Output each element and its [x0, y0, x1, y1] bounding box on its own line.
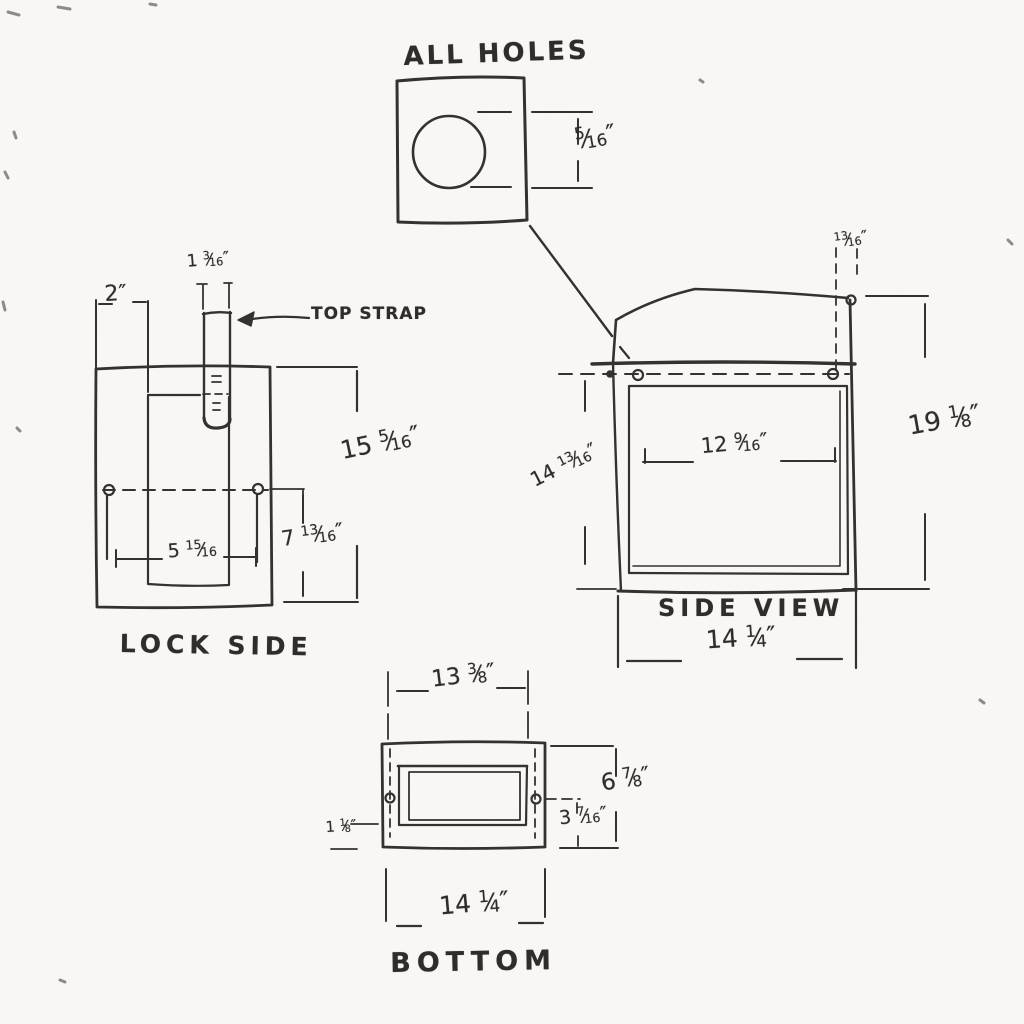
dim-strap-width: 1 3⁄16″ [185, 248, 231, 272]
lock-side-title: LOCK SIDE [119, 629, 313, 662]
dim-lid-hole-offset: 13⁄16″ [832, 227, 870, 250]
dim-hole-spacing: 5 15⁄16 [166, 536, 218, 563]
bottom-view-title: BOTTOM [389, 945, 558, 979]
dim-bottom-overall-width: 14 1⁄4″ [437, 885, 511, 921]
dim-side-overall-width: 14 1⁄4″ [704, 620, 777, 655]
top-strap-label: TOP STRAP [311, 304, 427, 324]
side-view-title: SIDE VIEW [658, 594, 845, 622]
dim-side-offset: 2″ [103, 280, 128, 307]
dim-edge-offset: 1 1⁄8″ [324, 815, 357, 837]
hole-detail-title: ALL HOLES [402, 35, 591, 72]
dim-hole-to-bottom-edge: 3 7⁄16″ [557, 802, 609, 830]
